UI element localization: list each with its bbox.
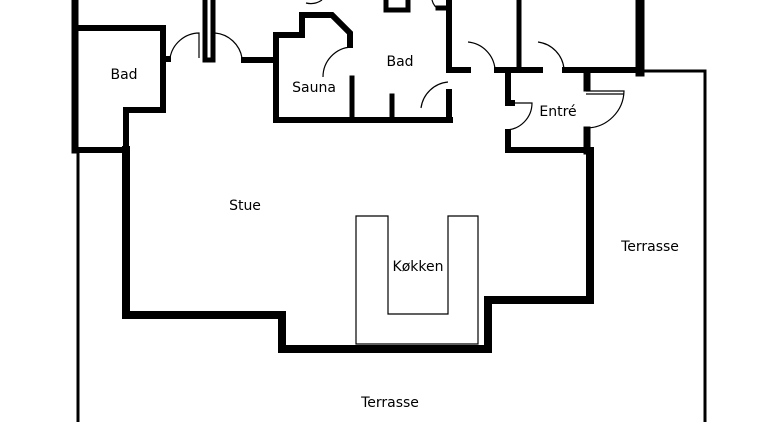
wall-bad1 xyxy=(75,25,166,153)
wall-corridor-stub xyxy=(202,0,216,63)
kitchen-counter xyxy=(355,215,479,345)
room-label-bad-2: Bad xyxy=(386,54,414,70)
door-entre-west xyxy=(505,102,533,131)
wall-sauna-top xyxy=(273,12,353,48)
wall-bad2-top xyxy=(383,0,411,13)
door-hall-2 xyxy=(537,41,565,70)
door-corridor-right xyxy=(214,32,243,59)
room-label-terrasse-south: Terrasse xyxy=(361,395,419,411)
door-entre-east xyxy=(586,90,625,129)
door-top-right-fragment xyxy=(431,0,441,11)
room-label-terrasse-east: Terrasse xyxy=(621,239,679,255)
door-hall-1 xyxy=(467,41,496,70)
room-label-entre: Entré xyxy=(539,104,577,120)
door-top-fragment xyxy=(305,0,323,5)
room-label-sauna: Sauna xyxy=(292,80,336,96)
door-corridor-left xyxy=(169,32,200,59)
room-label-bad: Bad xyxy=(110,67,138,83)
room-label-stue: Stue xyxy=(229,198,261,214)
wall-stue xyxy=(122,146,594,353)
door-sauna xyxy=(322,46,352,78)
door-bad2 xyxy=(420,81,449,109)
wall-sauna xyxy=(273,32,453,123)
room-label-kokken: Køkken xyxy=(392,259,444,275)
